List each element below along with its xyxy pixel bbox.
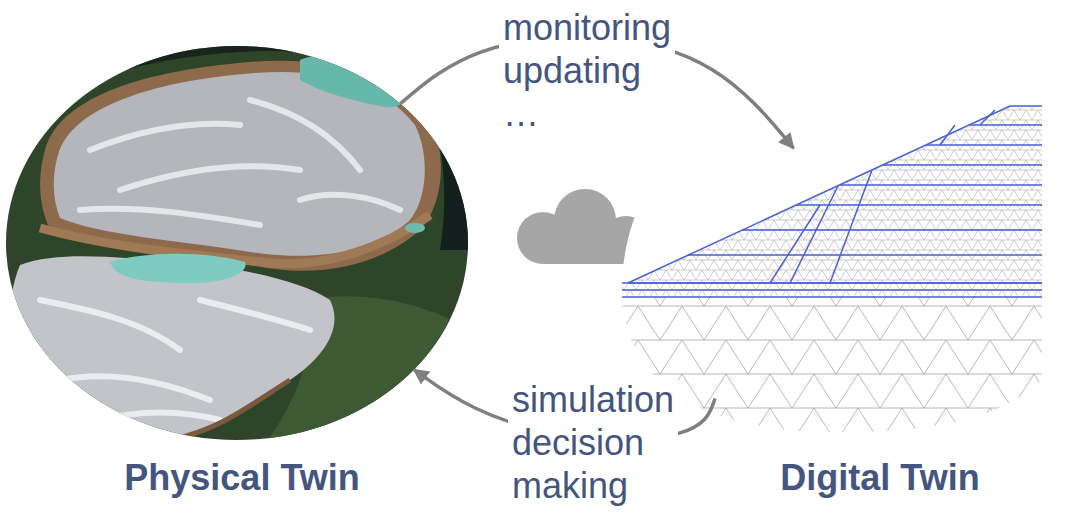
small-pond — [405, 223, 425, 233]
twin-node: Physical Twin — [6, 46, 468, 500]
twin-outline — [621, 94, 1045, 500]
twin-ellipse — [621, 97, 1045, 433]
arrow-label: monitoring updating … — [499, 6, 675, 135]
lower-rim — [20, 380, 290, 441]
twin-title: Physical Twin — [124, 456, 359, 500]
vegetation — [0, 40, 480, 450]
dam-lifts — [688, 125, 1045, 255]
upper-pond — [300, 54, 409, 107]
tailings-dam — [40, 215, 430, 264]
dam-zones — [770, 110, 995, 283]
twin-node: Digital Twin — [621, 94, 1045, 500]
arrow-label: simulation decision making — [508, 378, 678, 507]
satellite-image — [0, 40, 480, 450]
lower-pond — [110, 254, 246, 284]
lower-tailings — [9, 256, 335, 441]
lower-streaks — [40, 300, 310, 420]
tailings-streaks — [80, 100, 400, 225]
dam-body — [628, 106, 1045, 283]
twin-ellipse — [6, 46, 468, 440]
twin-title: Digital Twin — [780, 456, 979, 500]
layer-mesh — [600, 283, 1060, 297]
foundation-layers — [600, 283, 1060, 297]
twin-outline — [6, 46, 468, 500]
cloud-body — [543, 228, 626, 264]
